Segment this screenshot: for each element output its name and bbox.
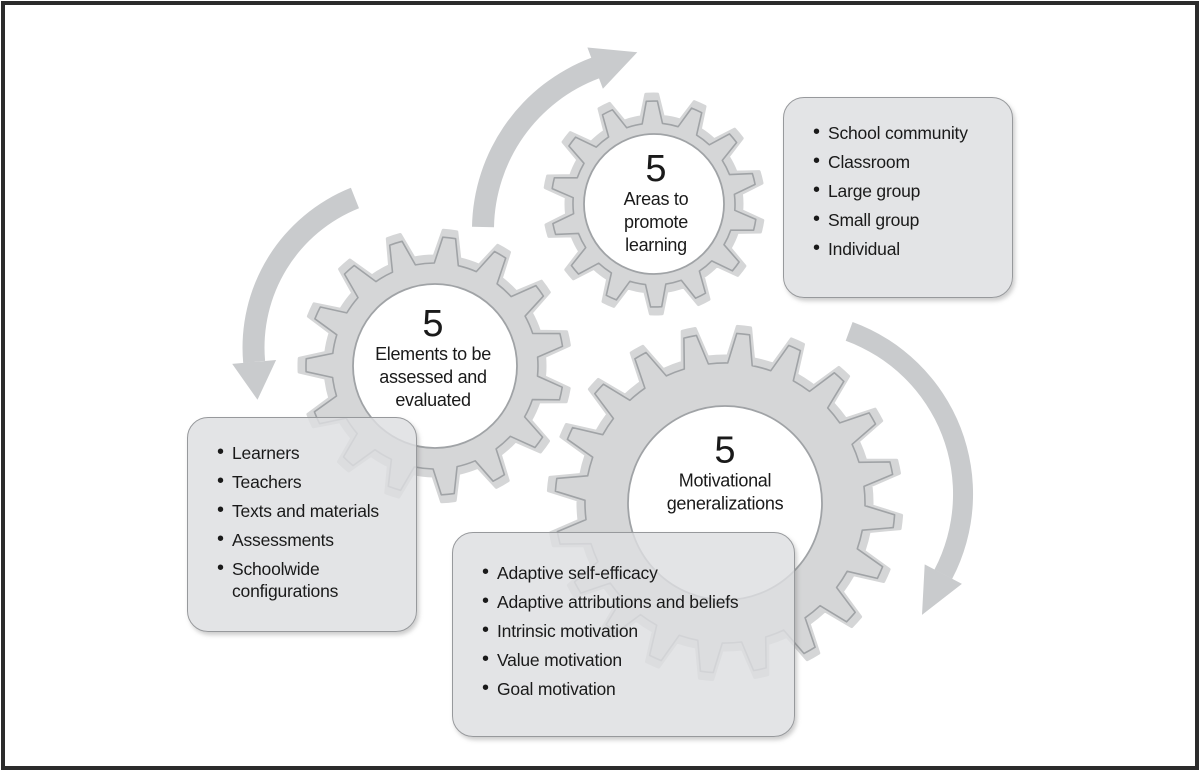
list-item: Classroom bbox=[813, 151, 1004, 174]
gear-motivational-label: Motivational generalizations bbox=[666, 470, 784, 514]
list-item: Intrinsic motivation bbox=[482, 620, 786, 643]
elements-list: LearnersTeachersTexts and materialsAsses… bbox=[188, 418, 416, 602]
list-item: Texts and materials bbox=[217, 500, 408, 523]
callout-elements-assessed: LearnersTeachersTexts and materialsAsses… bbox=[187, 417, 417, 632]
list-item: Value motivation bbox=[482, 649, 786, 672]
list-item: Individual bbox=[813, 238, 1004, 261]
callout-motivational-generalizations: Adaptive self-efficacyAdaptive attributi… bbox=[452, 532, 795, 737]
gear-areas-label: Areas to promote learning bbox=[623, 189, 689, 255]
gear-areas-hub bbox=[583, 133, 725, 275]
callout-areas-to-promote-learning: School communityClassroomLarge groupSmal… bbox=[783, 97, 1013, 298]
gear-elements-text: 5 Elements to be assessed and evaluated bbox=[346, 303, 521, 412]
gear-motivational-text: 5 Motivational generalizations bbox=[615, 429, 835, 516]
gear-elements-hub bbox=[352, 283, 518, 449]
motivational-list: Adaptive self-efficacyAdaptive attributi… bbox=[453, 533, 794, 701]
list-item: Goal motivation bbox=[482, 678, 786, 701]
list-item: Schoolwide configurations bbox=[217, 558, 408, 602]
gear-elements-label: Elements to be assessed and evaluated bbox=[375, 344, 491, 410]
list-item: School community bbox=[813, 122, 1004, 145]
rotation-arrow-right-icon bbox=[845, 322, 974, 615]
gear-elements-inset-outline bbox=[305, 236, 564, 496]
list-item: Large group bbox=[813, 180, 1004, 203]
list-item: Small group bbox=[813, 209, 1004, 232]
rotation-arrow-top-icon bbox=[472, 47, 638, 228]
gear-motivational-inset-outline bbox=[554, 332, 896, 674]
list-item: Assessments bbox=[217, 529, 408, 552]
gear-elements-count: 5 bbox=[422, 303, 444, 345]
gear-areas-count: 5 bbox=[645, 148, 667, 190]
list-item: Adaptive self-efficacy bbox=[482, 562, 786, 585]
gear-areas-inset-outline bbox=[551, 100, 757, 308]
list-item: Learners bbox=[217, 442, 408, 465]
areas-list: School communityClassroomLarge groupSmal… bbox=[784, 98, 1012, 261]
gear-areas-icon bbox=[543, 92, 765, 316]
list-item: Adaptive attributions and beliefs bbox=[482, 591, 786, 614]
rotation-arrow-left-icon bbox=[232, 187, 359, 400]
gear-motivational-count: 5 bbox=[714, 429, 736, 472]
gear-areas-text: 5 Areas to promote learning bbox=[581, 148, 731, 257]
list-item: Teachers bbox=[217, 471, 408, 494]
